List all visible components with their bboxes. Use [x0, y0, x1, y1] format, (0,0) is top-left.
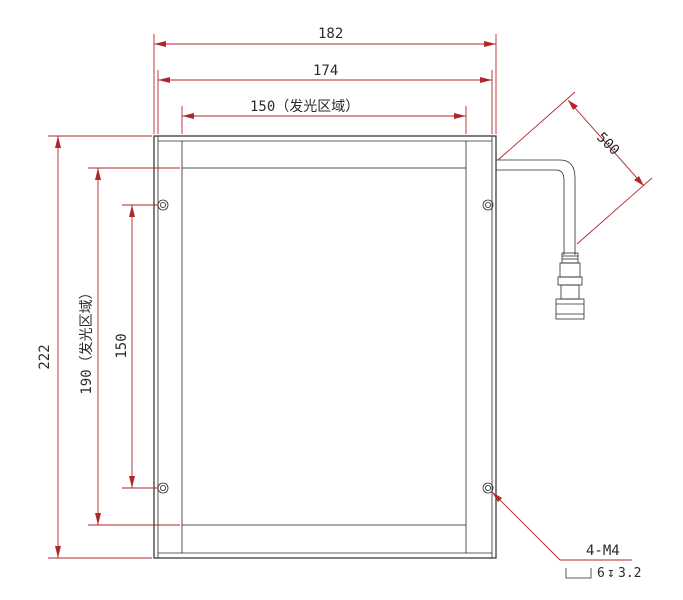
connector-icon: [555, 252, 585, 320]
dimension-label-222: 222: [37, 344, 53, 369]
dimension-inner-width: 174: [157, 63, 493, 134]
dimension-label-190-emitting: 190（发光区域）: [79, 285, 95, 394]
mounting-hole-bottom-right: [482, 482, 494, 494]
cable-upper-line: [496, 159, 576, 255]
dimension-overall-width: 182: [153, 26, 497, 134]
panel-outer-frame: [153, 135, 497, 559]
callout-depth-value: 3.2: [618, 566, 641, 581]
emitting-area: [181, 167, 467, 526]
panel-body: [153, 135, 497, 559]
counterbore-icon: [565, 568, 592, 579]
dimension-hole-spacing: 150: [114, 204, 158, 489]
mounting-hole-top-right: [482, 199, 494, 211]
mounting-hole-top-left: [157, 199, 169, 211]
cable-lower-line: [496, 169, 565, 255]
mounting-hole-bottom-left: [157, 482, 169, 494]
dimension-emitting-width: 150（发光区域）: [181, 99, 467, 134]
mounting-holes: [157, 199, 494, 494]
dimension-overall-height: 222: [37, 135, 152, 559]
dimension-label-150-holes: 150: [114, 333, 130, 358]
dimension-emitting-height: 190（发光区域）: [79, 167, 180, 526]
dimension-label-150-emitting: 150（发光区域）: [250, 99, 359, 115]
callout-depth-note: 6: [597, 566, 605, 581]
depth-symbol-icon: ↧: [607, 566, 615, 581]
panel-inner-frame: [157, 135, 493, 559]
cable-assembly: [496, 159, 585, 320]
dimension-label-182: 182: [318, 26, 343, 42]
hole-callout: 4-M4 6 ↧ 3.2: [491, 491, 641, 581]
callout-thread-spec: 4-M4: [586, 543, 620, 559]
dimension-label-174: 174: [313, 63, 338, 79]
